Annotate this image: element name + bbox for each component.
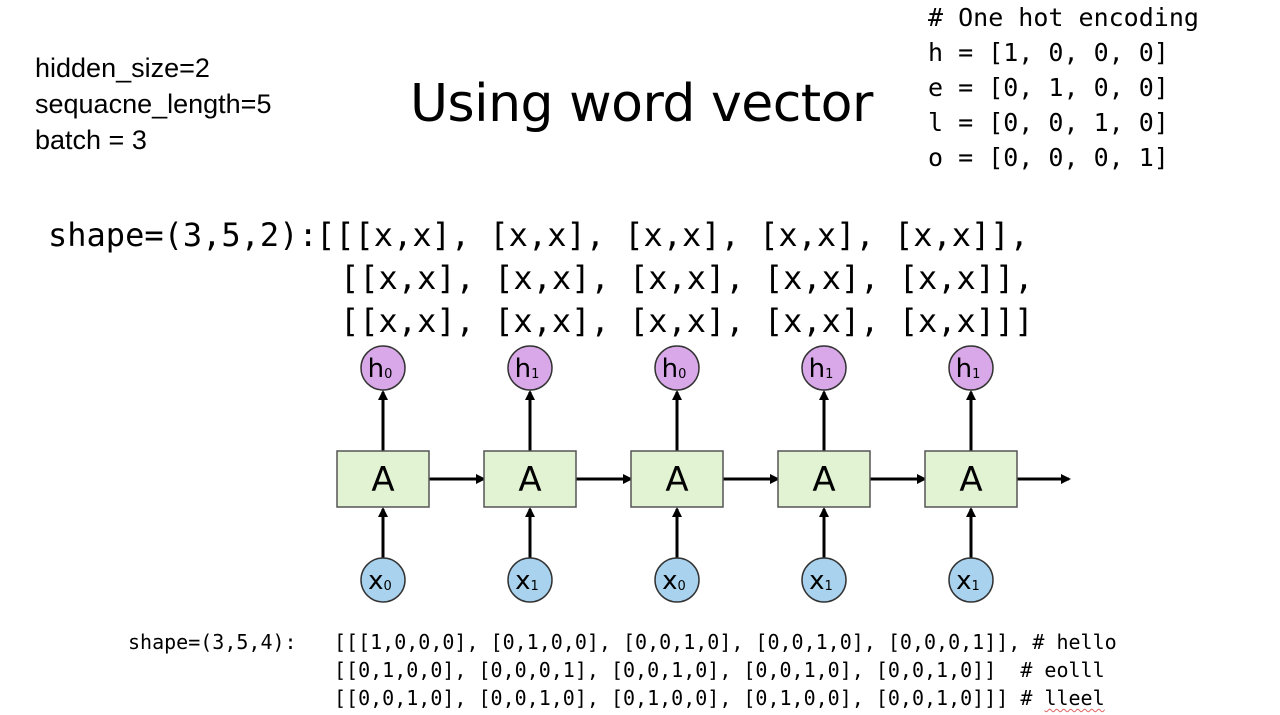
input-shape-row: shape=(3,5,4): [[[1,0,0,0], [0,1,0,0], [0…	[128, 628, 1117, 656]
one-hot-encoding-block: # One hot encoding h = [1, 0, 0, 0] e = …	[928, 0, 1199, 175]
input-subscript: 1	[531, 579, 539, 594]
hidden-state-node	[801, 345, 847, 391]
hidden-state-node	[654, 345, 700, 391]
input-shape-row-text: [[[1,0,0,0], [0,1,0,0], [0,0,1,0], [0,0,…	[334, 630, 1033, 654]
input-node	[948, 557, 994, 603]
output-shape-row: [[x,x], [x,x], [x,x], [x,x], [x,x]]]	[48, 300, 1034, 343]
rnn-cell-label: A	[665, 460, 688, 500]
input-subscript: 1	[972, 579, 980, 594]
input-shape-row-comment: # hello	[1032, 630, 1117, 654]
input-shape-row-comment: #	[1020, 686, 1045, 710]
param-hidden-size: hidden_size=2	[35, 53, 210, 83]
input-subscript: 0	[678, 579, 686, 594]
output-shape-row-text: [[x,x], [x,x], [x,x], [x,x], [x,x]]]	[340, 302, 1034, 340]
output-shape-block: shape=(3,5,2):[[[x,x], [x,x], [x,x], [x,…	[48, 214, 1034, 343]
input-shape-row-word: lleel	[1044, 686, 1105, 710]
hidden-state-subscript: 1	[972, 367, 980, 382]
output-shape-row-text: [[x,x], [x,x], [x,x], [x,x], [x,x]],	[340, 259, 1034, 297]
rnn-cell	[777, 450, 871, 508]
rnn-cell-label: A	[812, 460, 835, 500]
hidden-state-subscript: 0	[678, 367, 686, 382]
input-node	[654, 557, 700, 603]
one-hot-l: l = [0, 0, 1, 0]	[928, 108, 1169, 137]
rnn-cell	[483, 450, 577, 508]
input-node	[801, 557, 847, 603]
rnn-cell	[336, 450, 430, 508]
output-shape-label: shape=(3,5,2):	[48, 216, 318, 254]
input-shape-row-text: [[0,0,1,0], [0,0,1,0], [0,1,0,0], [0,1,0…	[334, 686, 1021, 710]
input-node	[360, 557, 406, 603]
input-subscript: 1	[825, 579, 833, 594]
hidden-state-subscript: 0	[384, 367, 392, 382]
hidden-state-node	[360, 345, 406, 391]
one-hot-o: o = [0, 0, 0, 1]	[928, 143, 1169, 172]
one-hot-comment: # One hot encoding	[928, 3, 1199, 32]
rnn-cell-label: A	[371, 460, 394, 500]
slide-title: Using word vector	[410, 74, 873, 134]
input-shape-label: shape=(3,5,4):	[128, 630, 297, 654]
hidden-state-node	[948, 345, 994, 391]
input-shape-block: shape=(3,5,4): [[[1,0,0,0], [0,1,0,0], [0…	[128, 628, 1117, 712]
input-subscript: 0	[384, 579, 392, 594]
hidden-state-subscript: 1	[825, 367, 833, 382]
output-shape-row-text: [[[x,x], [x,x], [x,x], [x,x], [x,x]],	[316, 216, 1029, 254]
output-shape-row: [[x,x], [x,x], [x,x], [x,x], [x,x]],	[48, 257, 1034, 300]
output-shape-row: shape=(3,5,2):[[[x,x], [x,x], [x,x], [x,…	[48, 214, 1034, 257]
input-shape-row-text: [[0,1,0,0], [0,0,0,1], [0,0,1,0], [0,0,1…	[334, 658, 1021, 682]
param-sequence-length: sequacne_length=5	[35, 89, 272, 119]
input-shape-row: [[0,1,0,0], [0,0,0,1], [0,0,1,0], [0,0,1…	[128, 656, 1117, 684]
one-hot-h: h = [1, 0, 0, 0]	[928, 38, 1169, 67]
param-batch: batch = 3	[35, 125, 147, 155]
input-node	[507, 557, 553, 603]
rnn-cell-label: A	[959, 460, 982, 500]
one-hot-e: e = [0, 1, 0, 0]	[928, 73, 1169, 102]
hidden-state-node	[507, 345, 553, 391]
rnn-cell	[630, 450, 724, 508]
input-shape-row: [[0,0,1,0], [0,0,1,0], [0,1,0,0], [0,1,0…	[128, 684, 1117, 712]
hidden-state-subscript: 1	[531, 367, 539, 382]
input-shape-row-comment: # eolll	[1020, 658, 1105, 682]
rnn-cell-label: A	[518, 460, 541, 500]
parameters-block: hidden_size=2 sequacne_length=5 batch = …	[35, 50, 271, 158]
rnn-cell	[924, 450, 1018, 508]
